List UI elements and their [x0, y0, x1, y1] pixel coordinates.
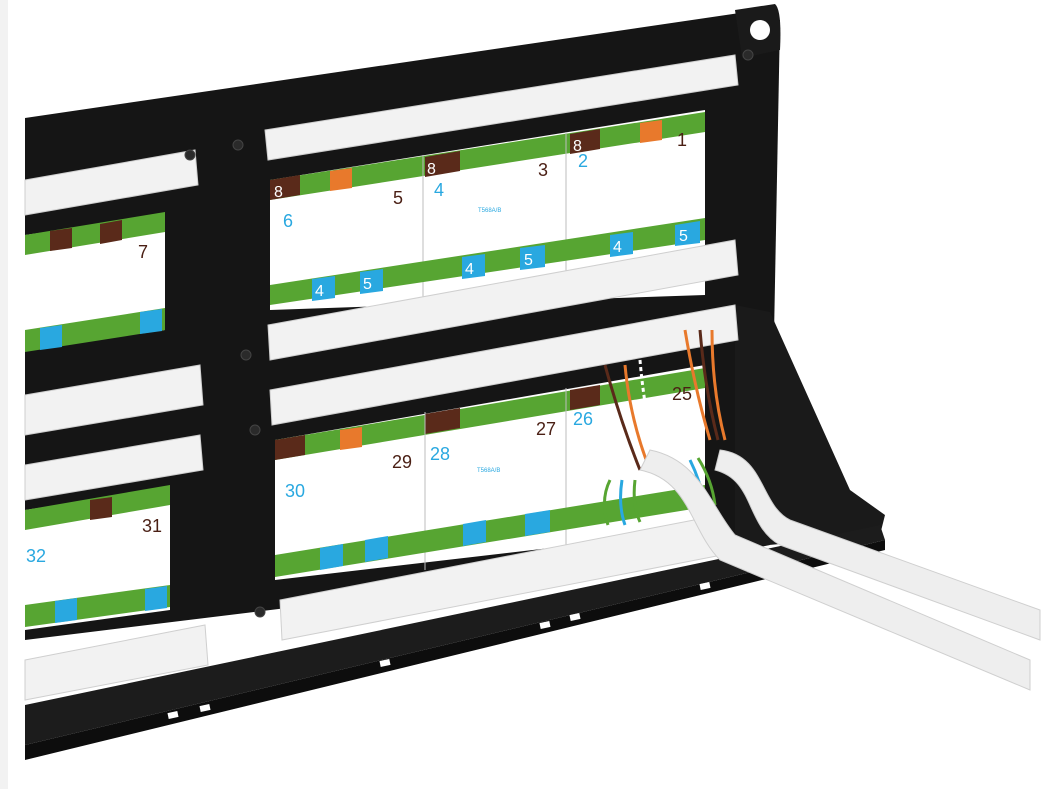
punch-block-left-bottom [24, 624, 209, 701]
port-number-5: 5 [393, 188, 403, 208]
port-number-1: 1 [677, 130, 687, 150]
port-number-32: 32 [26, 546, 46, 566]
wiring-standard-label: T568A/B [478, 208, 501, 214]
port-number-28: 28 [430, 444, 450, 464]
pin-label: 5 [679, 228, 688, 245]
label-module-lower-right: 25 26 27 28 29 30 T568A/B [269, 304, 739, 641]
punch-block-lower-top [269, 304, 739, 426]
label-module-lower-left: 31 32 [24, 364, 209, 701]
port-number-4: 4 [434, 180, 444, 200]
mounting-ear [735, 4, 781, 58]
port-number-27: 27 [536, 419, 556, 439]
pin-label: 8 [427, 161, 436, 178]
port-number-31: 31 [142, 516, 162, 536]
port-number-2: 2 [578, 151, 588, 171]
punch-block-middle [267, 239, 739, 361]
port-number-26: 26 [573, 409, 593, 429]
punch-block-left-middle [24, 364, 204, 436]
port-number-7: 7 [138, 242, 148, 262]
pin-label: 4 [613, 239, 622, 256]
pin-label: 4 [315, 283, 324, 300]
port-number-29: 29 [392, 452, 412, 472]
frame-edge [0, 0, 8, 789]
punch-block-left-top [24, 149, 199, 216]
network-cables [639, 449, 1041, 691]
pin-label: 8 [573, 138, 582, 155]
wiring-standard-label: T568A/B [477, 468, 500, 474]
label-module-upper-left: 7 [24, 149, 199, 352]
port-number-30: 30 [285, 481, 305, 501]
punch-block-left-lower [24, 434, 204, 501]
pin-label: 4 [465, 261, 474, 278]
pin-label: 8 [274, 184, 283, 201]
punch-block-top [264, 54, 739, 161]
port-number-3: 3 [538, 160, 548, 180]
pin-label: 5 [363, 276, 372, 293]
port-number-25: 25 [672, 384, 692, 404]
cable-management-bar [25, 525, 885, 760]
port-number-6: 6 [283, 211, 293, 231]
panel-screws [184, 49, 754, 618]
pin-label: 5 [524, 252, 533, 269]
label-module-upper-right: 8 8 8 1 2 3 4 5 6 T568A/B 4 5 4 5 4 5 [264, 54, 739, 361]
support-bracket [735, 305, 885, 548]
